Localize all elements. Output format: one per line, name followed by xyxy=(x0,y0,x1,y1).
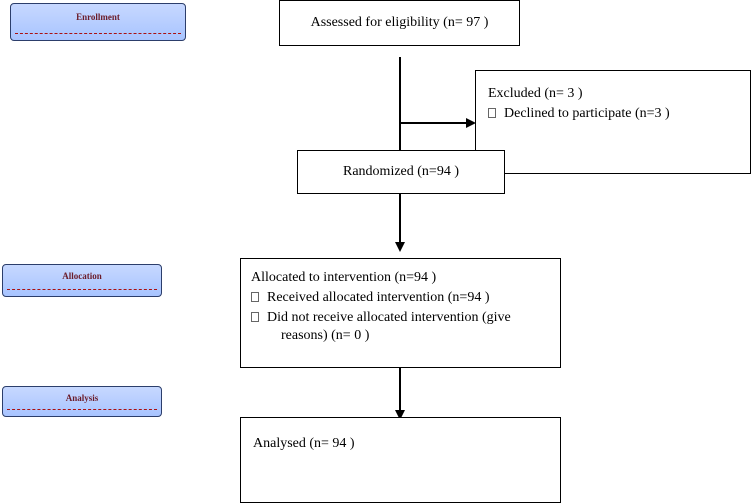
allocated-item-not-received-text: Did not receive allocated intervention (… xyxy=(267,310,511,325)
analysis-label: Analysis xyxy=(2,386,162,417)
allocated-title: Allocated to intervention (n=94 ) xyxy=(251,270,437,285)
analysis-label-text: Analysis xyxy=(65,393,99,403)
excluded-item: Declined to participate (n=3 ) xyxy=(488,105,750,123)
analysed-text: Analysed (n= 94 ) xyxy=(253,436,355,451)
randomized-text: Randomized (n=94 ) xyxy=(343,164,459,179)
allocation-label-text: Allocation xyxy=(62,271,102,281)
connector-to-excluded xyxy=(400,122,468,124)
connector-assessed-randomized xyxy=(399,57,401,150)
allocation-label: Allocation xyxy=(2,264,162,297)
excluded-box: Excluded (n= 3 ) Declined to participate… xyxy=(475,70,751,174)
analysed-box: Analysed (n= 94 ) xyxy=(240,417,561,503)
arrow-to-analysed xyxy=(395,410,405,420)
enrollment-label: Enrollment xyxy=(10,3,186,41)
enrollment-label-underline xyxy=(15,33,181,34)
allocated-item-received: Received allocated intervention (n=94 ) xyxy=(251,289,560,307)
checkbox-bullet-icon xyxy=(251,312,259,322)
allocated-box: Allocated to intervention (n=94 ) Receiv… xyxy=(240,258,561,368)
assessed-text: Assessed for eligibility (n= 97 ) xyxy=(310,15,489,30)
excluded-item-text: Declined to participate (n=3 ) xyxy=(504,106,670,121)
randomized-box: Randomized (n=94 ) xyxy=(297,150,505,194)
checkbox-bullet-icon xyxy=(251,292,259,302)
allocated-item-not-received-text-2: reasons) (n= 0 ) xyxy=(281,328,370,343)
arrow-to-excluded xyxy=(466,118,476,128)
allocated-item-received-text: Received allocated intervention (n=94 ) xyxy=(267,290,490,305)
allocated-item-not-received-cont: reasons) (n= 0 ) xyxy=(251,327,560,345)
connector-randomized-allocated xyxy=(399,193,401,243)
allocation-label-underline xyxy=(7,289,157,290)
checkbox-bullet-icon xyxy=(488,108,496,118)
allocated-item-not-received: Did not receive allocated intervention (… xyxy=(251,309,560,327)
arrow-to-allocated xyxy=(395,242,405,252)
enrollment-label-text: Enrollment xyxy=(76,12,120,22)
connector-allocated-analysed xyxy=(399,368,401,410)
analysis-label-underline xyxy=(7,409,157,410)
excluded-title: Excluded (n= 3 ) xyxy=(488,86,583,101)
assessed-box: Assessed for eligibility (n= 97 ) xyxy=(279,0,520,46)
